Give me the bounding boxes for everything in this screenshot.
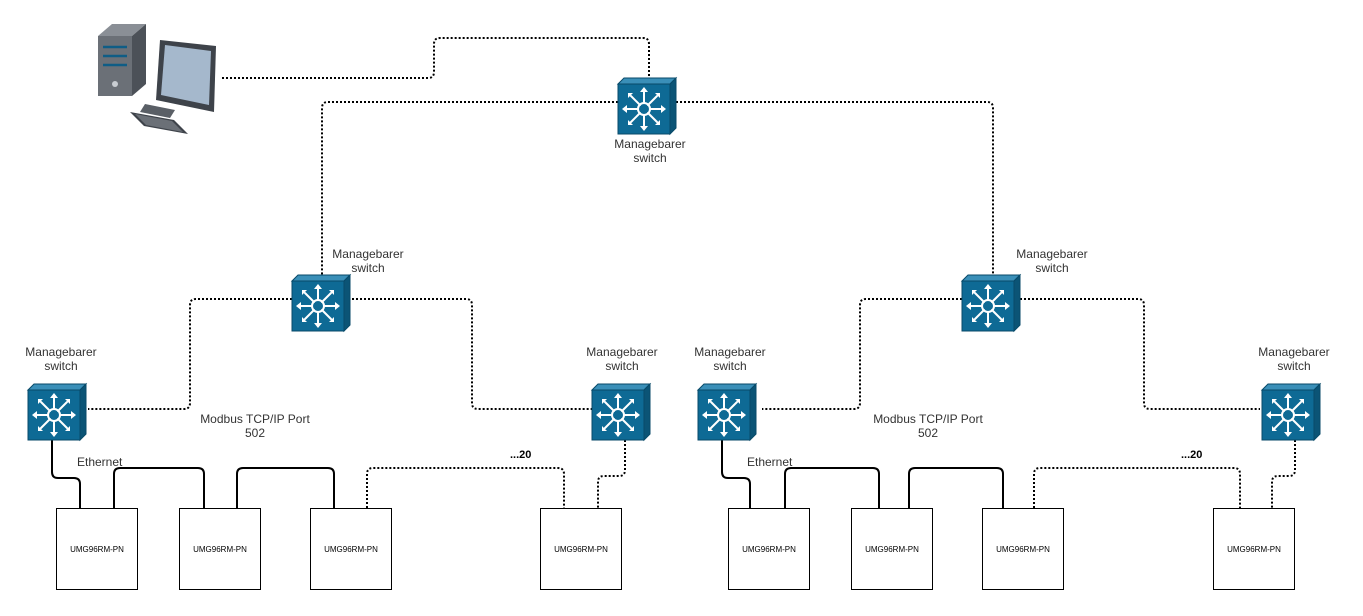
link-left-ring2 xyxy=(348,298,592,410)
device-label: UMG96RM-PN xyxy=(324,544,378,554)
link-right-sw-dev4 xyxy=(1271,436,1296,508)
link-right-ring2 xyxy=(1020,298,1260,410)
core-switch-icon xyxy=(617,77,677,135)
link-left-ring1 xyxy=(88,298,292,410)
right-device-4: UMG96RM-PN xyxy=(1213,508,1295,590)
right-access-switch-2-icon xyxy=(1261,383,1321,441)
left-device-1: UMG96RM-PN xyxy=(56,508,138,590)
left-access-switch-2-icon xyxy=(591,383,651,441)
link-left-sw-dev4 xyxy=(597,436,626,508)
computer-icon xyxy=(98,24,216,134)
link-core-right xyxy=(676,101,994,275)
link-right-dev3-dev4 xyxy=(1033,467,1241,508)
right-device-2: UMG96RM-PN xyxy=(851,508,933,590)
right-ethernet-label: Ethernet xyxy=(747,455,793,469)
link-pc-core xyxy=(222,37,650,79)
device-label: UMG96RM-PN xyxy=(1227,544,1281,554)
left-distribution-switch-icon xyxy=(291,274,351,332)
left-device-4: UMG96RM-PN xyxy=(540,508,622,590)
right-device-count-label: ...20 xyxy=(1181,449,1203,461)
right-access-switch-1-icon xyxy=(697,383,757,441)
right-distribution-switch-icon xyxy=(961,274,1021,332)
network-links xyxy=(88,37,1296,508)
device-label: UMG96RM-PN xyxy=(742,544,796,554)
device-label: UMG96RM-PN xyxy=(193,544,247,554)
left-device-count-label: ...20 xyxy=(510,449,532,461)
device-label: UMG96RM-PN xyxy=(554,544,608,554)
device-label: UMG96RM-PN xyxy=(70,544,124,554)
left-device-3: UMG96RM-PN xyxy=(310,508,392,590)
ethernet-links xyxy=(51,436,1004,508)
link-left-dev3-dev4 xyxy=(366,467,565,508)
link-right-ring1 xyxy=(762,298,962,410)
left-ethernet-label: Ethernet xyxy=(77,455,123,469)
device-label: UMG96RM-PN xyxy=(865,544,919,554)
right-device-1: UMG96RM-PN xyxy=(728,508,810,590)
device-label: UMG96RM-PN xyxy=(996,544,1050,554)
left-device-2: UMG96RM-PN xyxy=(179,508,261,590)
right-device-3: UMG96RM-PN xyxy=(982,508,1064,590)
left-access-switch-1-icon xyxy=(27,383,87,441)
